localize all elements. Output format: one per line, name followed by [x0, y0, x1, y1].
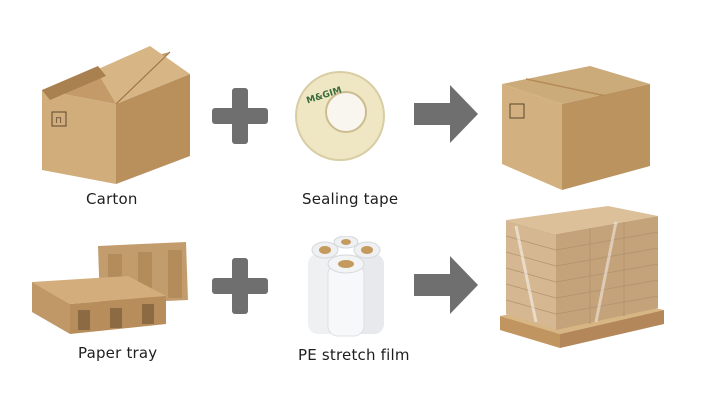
sealing-tape-label: Sealing tape — [302, 190, 398, 208]
carton-sealed-image — [494, 44, 654, 194]
carton-label: Carton — [86, 190, 138, 208]
wrapped-pallet-image — [496, 206, 668, 366]
paper-tray-image — [28, 238, 198, 338]
plus-icon — [212, 88, 268, 144]
pe-stretch-film-label: PE stretch film — [298, 346, 410, 364]
svg-text:⊓: ⊓ — [55, 116, 62, 126]
plus-icon — [212, 258, 268, 314]
arrow-right-icon — [414, 256, 478, 314]
arrow-right-icon — [414, 85, 478, 143]
paper-tray-label: Paper tray — [78, 344, 157, 362]
stretch-film-image — [304, 236, 390, 340]
carton-open-image: ⊓ — [38, 42, 196, 184]
sealing-tape-image: M&GIM — [294, 70, 386, 162]
